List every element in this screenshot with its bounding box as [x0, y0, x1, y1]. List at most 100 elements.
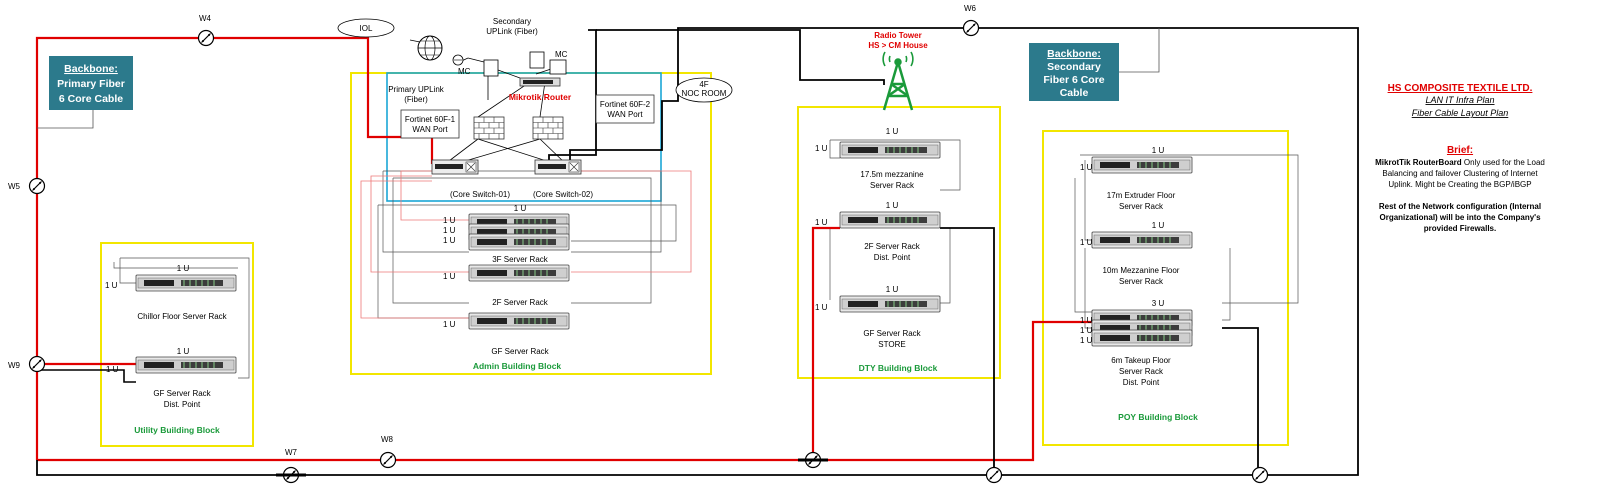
brief-para1-line3: Uplink. Might be Creating the BGP/iBGP	[1388, 180, 1531, 189]
core-switch-2-icon	[534, 159, 582, 175]
brief-para2-line3: provided Firewalls.	[1424, 224, 1496, 233]
primary-uplink-line1: Primary UPLink	[388, 85, 445, 94]
poy-block-label: POY Building Block	[1118, 412, 1198, 422]
poy-block-border	[1042, 130, 1289, 446]
secondary-mc-icon	[483, 59, 499, 77]
backbone-secondary-line2: Fiber 6 Core	[1043, 74, 1104, 86]
fortinet-1-line1: Fortinet 60F-1	[405, 115, 456, 124]
radio-tower-icon	[882, 51, 914, 111]
secondary-uplink-line1: Secondary	[493, 17, 531, 26]
utility-chillor-unit: 1 U	[177, 264, 190, 273]
dty-2f-line1: 2F Server Rack	[864, 242, 921, 251]
brief-para2-line2: Organizational) will be into the Company…	[1379, 213, 1541, 222]
utility-gf-unit-side: 1 U	[106, 365, 119, 374]
dty-gf-rack	[839, 295, 941, 313]
utility-chillor-unit-side: 1 U	[105, 281, 118, 290]
admin-block-label: Admin Building Block	[473, 361, 562, 371]
fortinet-1-line2: WAN Port	[412, 125, 448, 134]
dty-gf-unit-side: 1 U	[815, 303, 828, 312]
mikrotik-ports	[523, 80, 553, 84]
primary-uplink-line2: (Fiber)	[404, 95, 428, 104]
poy-ext-line1: 17m Extruder Floor	[1107, 191, 1176, 200]
noc-room-callout	[675, 77, 733, 103]
utility-block-label: Utility Building Block	[134, 425, 220, 435]
poy-mezzanine-rack	[1091, 231, 1193, 249]
dty-gf-line2: STORE	[878, 340, 905, 349]
mc-icon	[529, 51, 545, 69]
primary-mc-icon	[452, 54, 464, 66]
admin-3f-unit-b: 1 U	[443, 226, 456, 235]
admin-gf-label: GF Server Rack	[491, 347, 549, 356]
dty-mezz-unit: 1 U	[886, 127, 899, 136]
plan-line1: LAN IT Infra Plan	[1425, 95, 1494, 105]
admin-gf-rack	[468, 312, 570, 330]
brief-p1a: Only used for the Load	[1462, 158, 1545, 167]
dty-mezz-unit-side: 1 U	[815, 144, 828, 153]
backbone-secondary-box: Backbone: Secondary Fiber 6 Core Cable	[1029, 43, 1119, 101]
poy-takeup-unit-b: 1 U	[1080, 326, 1093, 335]
company-name: HS COMPOSITE TEXTILE LTD.	[1388, 83, 1533, 94]
radio-tower-line1: Radio Tower	[874, 31, 921, 40]
dty-2f-unit-side: 1 U	[815, 218, 828, 227]
brief-title: Brief:	[1447, 145, 1473, 156]
dty-2f-rack	[839, 211, 941, 229]
mc-label: MC	[555, 50, 568, 59]
dty-mezz-line2: Server Rack	[870, 181, 915, 190]
fortinet-1-box	[400, 109, 460, 139]
w9-label: W9	[8, 361, 21, 370]
mc-box-icon	[549, 59, 567, 75]
backbone-primary-box: Backbone: Primary Fiber 6 Core Cable	[49, 56, 133, 110]
firewall-1-icon	[473, 116, 505, 140]
poy-takeup-unit: 3 U	[1152, 299, 1165, 308]
globe-icon	[417, 35, 443, 61]
poy-takeup-unit-a: 1 U	[1080, 316, 1093, 325]
poy-ext-line2: Server Rack	[1119, 202, 1164, 211]
admin-2f-label: 2F Server Rack	[492, 298, 549, 307]
waypoint-w6-icon	[962, 19, 980, 37]
dty-mezz-line1: 17.5m mezzanine	[860, 170, 924, 179]
brief-para2-line1: Rest of the Network configuration (Inter…	[1379, 202, 1541, 211]
brief-para1-line1: MikrotTik RouterBoard Only used for the …	[1375, 158, 1545, 167]
fortinet-2-line2: WAN Port	[607, 110, 643, 119]
backbone-primary-line2: 6 Core Cable	[59, 93, 123, 105]
core-switch-1-icon	[431, 159, 479, 175]
waypoint-w4-icon	[197, 29, 215, 47]
waypoint-dty-icon	[985, 466, 1003, 484]
poy-ext-unit-side: 1 U	[1080, 163, 1093, 172]
poy-takeup-line2: Server Rack	[1119, 367, 1164, 376]
core-switch-1-label: (Core Switch-01)	[450, 190, 510, 199]
backbone-lines	[35, 27, 1359, 476]
w7-label: W7	[285, 448, 298, 457]
admin-3f-label: 3F Server Rack	[492, 255, 549, 264]
utility-gf-rack	[135, 356, 237, 374]
utility-gf-line1: GF Server Rack	[153, 389, 211, 398]
utility-gf-line2: Dist. Point	[164, 400, 201, 409]
dty-gf-line1: GF Server Rack	[863, 329, 921, 338]
plan-line2: Fiber Cable Layout Plan	[1412, 108, 1509, 118]
noc-line2: NOC ROOM	[682, 89, 727, 98]
dty-2f-unit: 1 U	[886, 201, 899, 210]
iol-cloud	[337, 18, 395, 38]
w5-label: W5	[8, 182, 21, 191]
backbone-secondary-title: Backbone:	[1047, 48, 1101, 60]
secondary-uplink-line2: UPLink (Fiber)	[486, 27, 538, 36]
poy-ext-unit: 1 U	[1152, 146, 1165, 155]
mikrotik-label: Mikrotik Router	[509, 92, 572, 102]
backbone-primary-title: Backbone:	[64, 63, 118, 75]
waypoint-poy-icon	[1251, 466, 1269, 484]
poy-takeup-line3: Dist. Point	[1123, 378, 1160, 387]
utility-block-border	[100, 242, 254, 447]
w4-label: W4	[199, 14, 212, 23]
brief-bold: MikrotTik RouterBoard	[1375, 158, 1462, 167]
backbone-primary-line1: Primary Fiber	[57, 78, 125, 90]
dty-2f-line2: Dist. Point	[874, 253, 911, 262]
dty-mezzanine-rack	[839, 141, 941, 159]
utility-chillor-rack	[135, 274, 237, 292]
iol-label: IOL	[360, 24, 373, 33]
poy-takeup-line1: 6m Takeup Floor	[1111, 356, 1171, 365]
admin-3f-unit-a: 1 U	[443, 216, 456, 225]
utility-chillor-label: Chillor Floor Server Rack	[137, 312, 227, 321]
noc-line1: 4F	[699, 80, 708, 89]
firewall-2-icon	[532, 116, 564, 140]
